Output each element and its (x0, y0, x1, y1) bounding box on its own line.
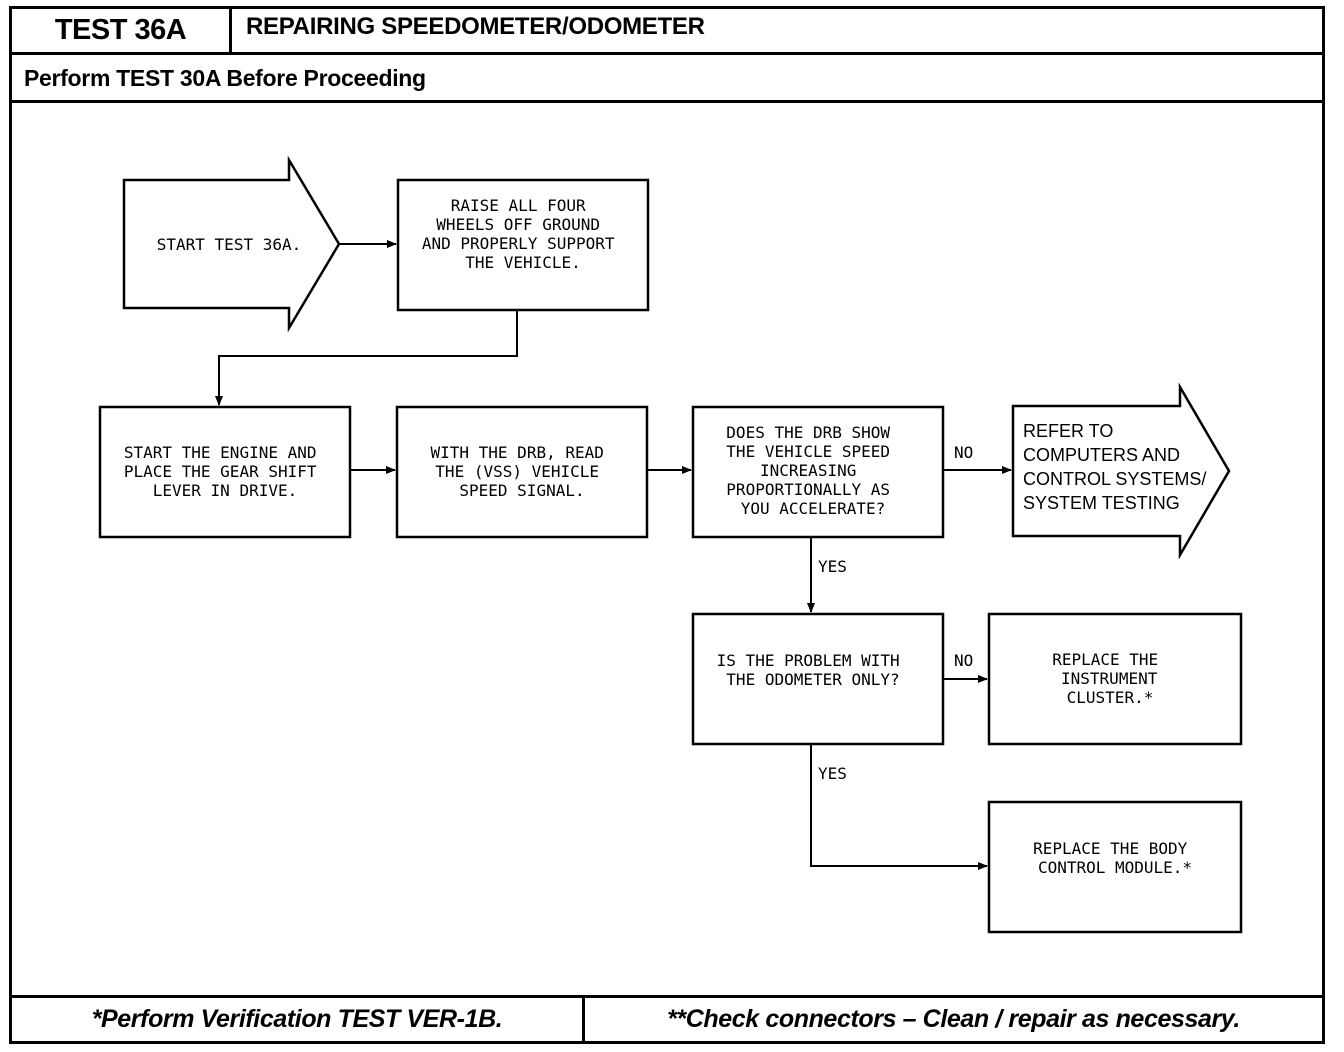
test-id: TEST 36A (12, 9, 232, 55)
footer-connectors-note: **Check connectors – Clean / repair as n… (667, 1005, 1240, 1033)
replace-cluster-text: REPLACE THE INSTRUMENT CLUSTER.* (1052, 650, 1168, 707)
footer-divider (12, 995, 1322, 998)
odometer-question-text: IS THE PROBLEM WITH THE ODOMETER ONLY? (717, 651, 910, 689)
start-arrow-shape (122, 155, 341, 333)
footer-verification-note: *Perform Verification TEST VER-1B. (91, 1005, 503, 1033)
connector-raise-to-engine (215, 310, 518, 406)
read-vss-box (395, 405, 649, 539)
connector-odometer-yes (810, 744, 988, 870)
header-divider (232, 52, 1322, 55)
label-yes-speed: YES (818, 557, 847, 576)
raise-text: RAISE ALL FOUR WHEELS OFF GROUND AND PRO… (422, 196, 624, 272)
header-bottom-divider (12, 100, 1322, 103)
start-text: START TEST 36A. (157, 235, 302, 254)
footer-column-divider (582, 995, 585, 1041)
replace-bcm-text: REPLACE THE BODY CONTROL MODULE.* (1033, 839, 1197, 877)
page-title: REPAIRING SPEEDOMETER/ODOMETER (246, 13, 705, 40)
speed-question-box (691, 405, 945, 539)
page-subtitle: Perform TEST 30A Before Proceeding (24, 65, 426, 91)
odometer-question-box (691, 612, 945, 746)
speed-question-text: DOES THE DRB SHOW THE VEHICLE SPEED INCR… (726, 423, 899, 518)
replace-bcm-box (987, 800, 1243, 934)
engine-text: START THE ENGINE AND PLACE THE GEAR SHIF… (124, 443, 326, 500)
read-vss-text: WITH THE DRB, READ THE (VSS) VEHICLE SPE… (430, 443, 613, 500)
label-yes-odometer: YES (818, 764, 847, 783)
label-no-odometer: NO (954, 651, 973, 670)
raise-vehicle-box (396, 178, 650, 312)
label-no-speed: NO (954, 443, 973, 462)
refer-arrow-shape (1011, 382, 1231, 560)
start-engine-box (98, 405, 352, 539)
refer-text: REFER TO COMPUTERS AND CONTROL SYSTEMS/ … (1023, 421, 1211, 513)
diagram-sheet: TEST 36A REPAIRING SPEEDOMETER/ODOMETER … (9, 6, 1325, 1044)
replace-cluster-box (987, 612, 1243, 746)
